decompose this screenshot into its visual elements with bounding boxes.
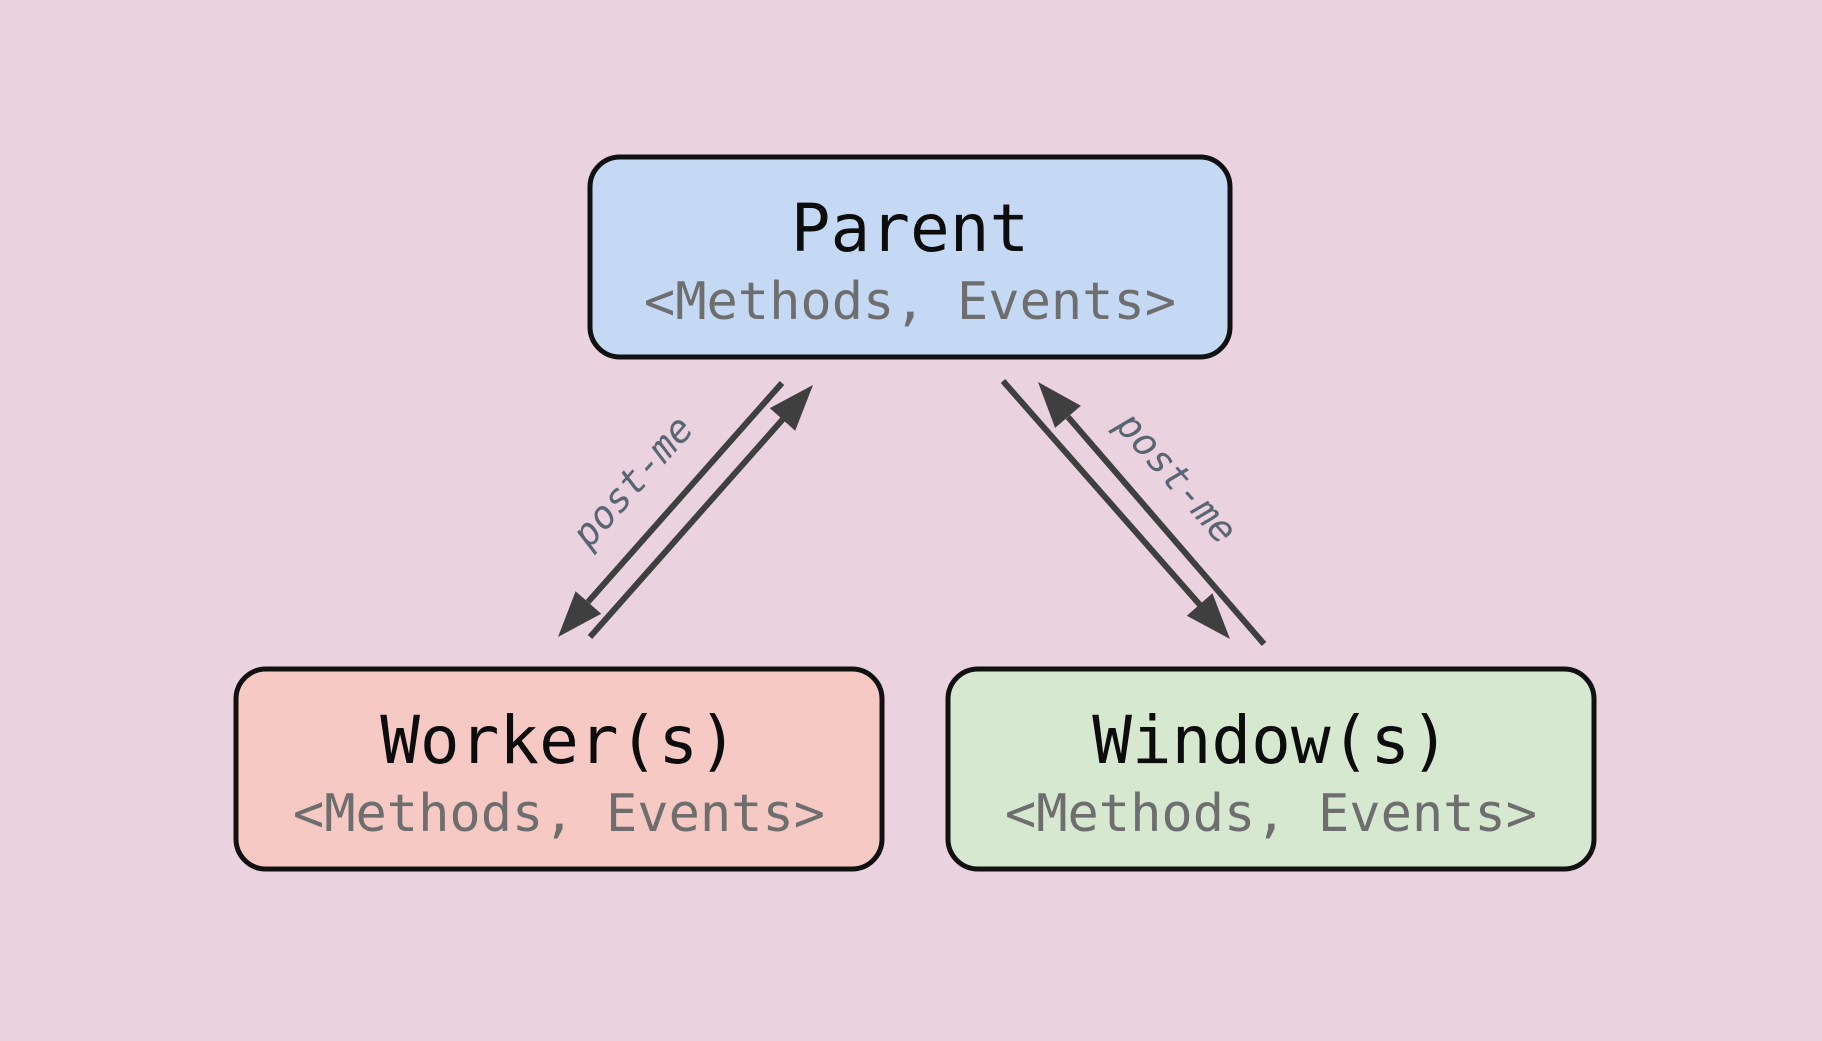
node-worker-title: Worker(s) [380,702,738,779]
node-parent-subtitle: <Methods, Events> [644,272,1176,332]
edge-line-window-to-parent [1065,415,1267,646]
arrowhead-to-window-icon [1186,593,1230,639]
node-window-title: Window(s) [1092,702,1450,779]
node-window-box [945,666,1597,872]
edge-line-worker-to-parent [587,417,786,639]
arrowhead-to-parent-left-icon [769,385,813,431]
node-window: Window(s) <Methods, Events> [945,666,1597,872]
node-parent: Parent <Methods, Events> [587,154,1233,360]
node-window-subtitle: <Methods, Events> [1005,784,1537,844]
node-worker-subtitle: <Methods, Events> [293,784,825,844]
node-worker-box [233,666,885,872]
node-parent-title: Parent [791,190,1029,267]
edge-line-parent-to-worker [585,381,785,604]
arrowhead-to-worker-icon [558,591,602,637]
node-parent-box [587,154,1233,360]
edge-line-parent-to-window [1000,379,1203,607]
arrowhead-to-parent-right-icon [1038,382,1081,428]
node-worker: Worker(s) <Methods, Events> [233,666,885,872]
